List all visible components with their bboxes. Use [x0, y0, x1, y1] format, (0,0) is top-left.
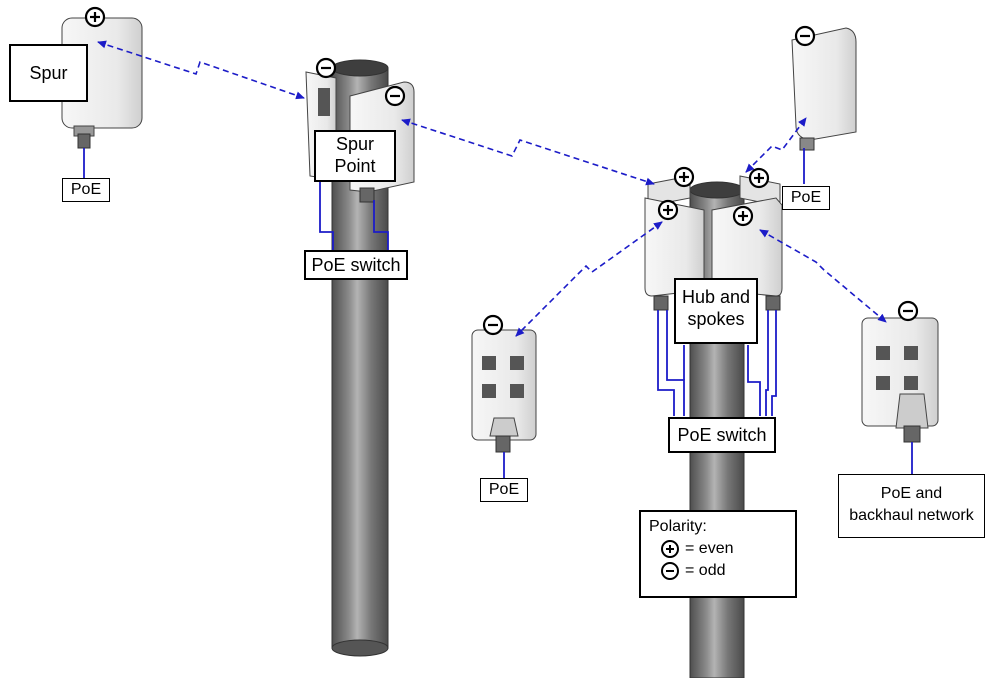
polarity-markers	[84, 6, 919, 336]
backhaul-radio	[861, 317, 939, 443]
link-spur-to-spur-point	[97, 40, 305, 100]
polarity-legend-title: Polarity:	[649, 518, 707, 535]
hub-line2: spokes	[687, 308, 745, 329]
minus-circle-icon	[384, 85, 406, 107]
plus-circle-icon	[748, 167, 770, 189]
minus-circle-icon	[897, 300, 919, 322]
plus-circle-icon	[661, 540, 679, 558]
spur-point-line1: Spur	[335, 134, 375, 154]
poe-top-right-label: PoE	[782, 186, 830, 210]
poe-switch-left-text: PoE switch	[311, 255, 401, 275]
plus-circle-icon	[732, 205, 754, 227]
plus-circle-icon	[84, 6, 106, 28]
spur-point-line2: Point	[334, 155, 376, 176]
link-hub-to-top-right	[745, 117, 807, 173]
poe-middle-text: PoE	[488, 481, 520, 498]
minus-circle-icon	[482, 314, 504, 336]
minus-circle-icon	[661, 562, 679, 580]
polarity-even-row: = even	[649, 538, 787, 560]
wireless-links	[97, 40, 887, 337]
link-hub-to-backhaul	[759, 229, 887, 323]
polarity-odd-row: = odd	[649, 560, 787, 582]
poe-backhaul-line1: PoE and	[880, 485, 943, 502]
poe-spur-text: PoE	[70, 181, 102, 198]
poe-backhaul-line2: backhaul network	[849, 507, 974, 524]
plus-circle-icon	[673, 166, 695, 188]
hub-and-spokes-label: Hub and spokes	[674, 278, 758, 344]
spur-point-label: Spur Point	[314, 130, 396, 182]
polarity-legend: Polarity: = even = odd	[639, 510, 797, 598]
poe-spur-label: PoE	[62, 178, 110, 202]
poe-switch-right-label: PoE switch	[668, 417, 776, 453]
hub-line1: Hub and	[681, 287, 751, 307]
top-right-radio	[791, 27, 857, 151]
poe-backhaul-label: PoE and backhaul network	[838, 474, 985, 538]
poe-switch-right-text: PoE switch	[677, 425, 767, 445]
poe-top-right-text: PoE	[790, 189, 822, 206]
minus-circle-icon	[794, 25, 816, 47]
plus-circle-icon	[657, 199, 679, 221]
link-hub-to-middle	[515, 221, 663, 337]
minus-circle-icon	[315, 57, 337, 79]
link-spur-point-to-hub	[401, 118, 655, 186]
cables	[83, 148, 913, 478]
polarity-odd-text: = odd	[685, 562, 726, 579]
poe-middle-label: PoE	[480, 478, 528, 502]
spur-label: Spur	[9, 44, 88, 102]
spur-label-text: Spur	[29, 63, 68, 83]
poe-switch-left-label: PoE switch	[304, 250, 408, 280]
polarity-even-text: = even	[685, 540, 734, 557]
middle-radio	[471, 329, 537, 453]
